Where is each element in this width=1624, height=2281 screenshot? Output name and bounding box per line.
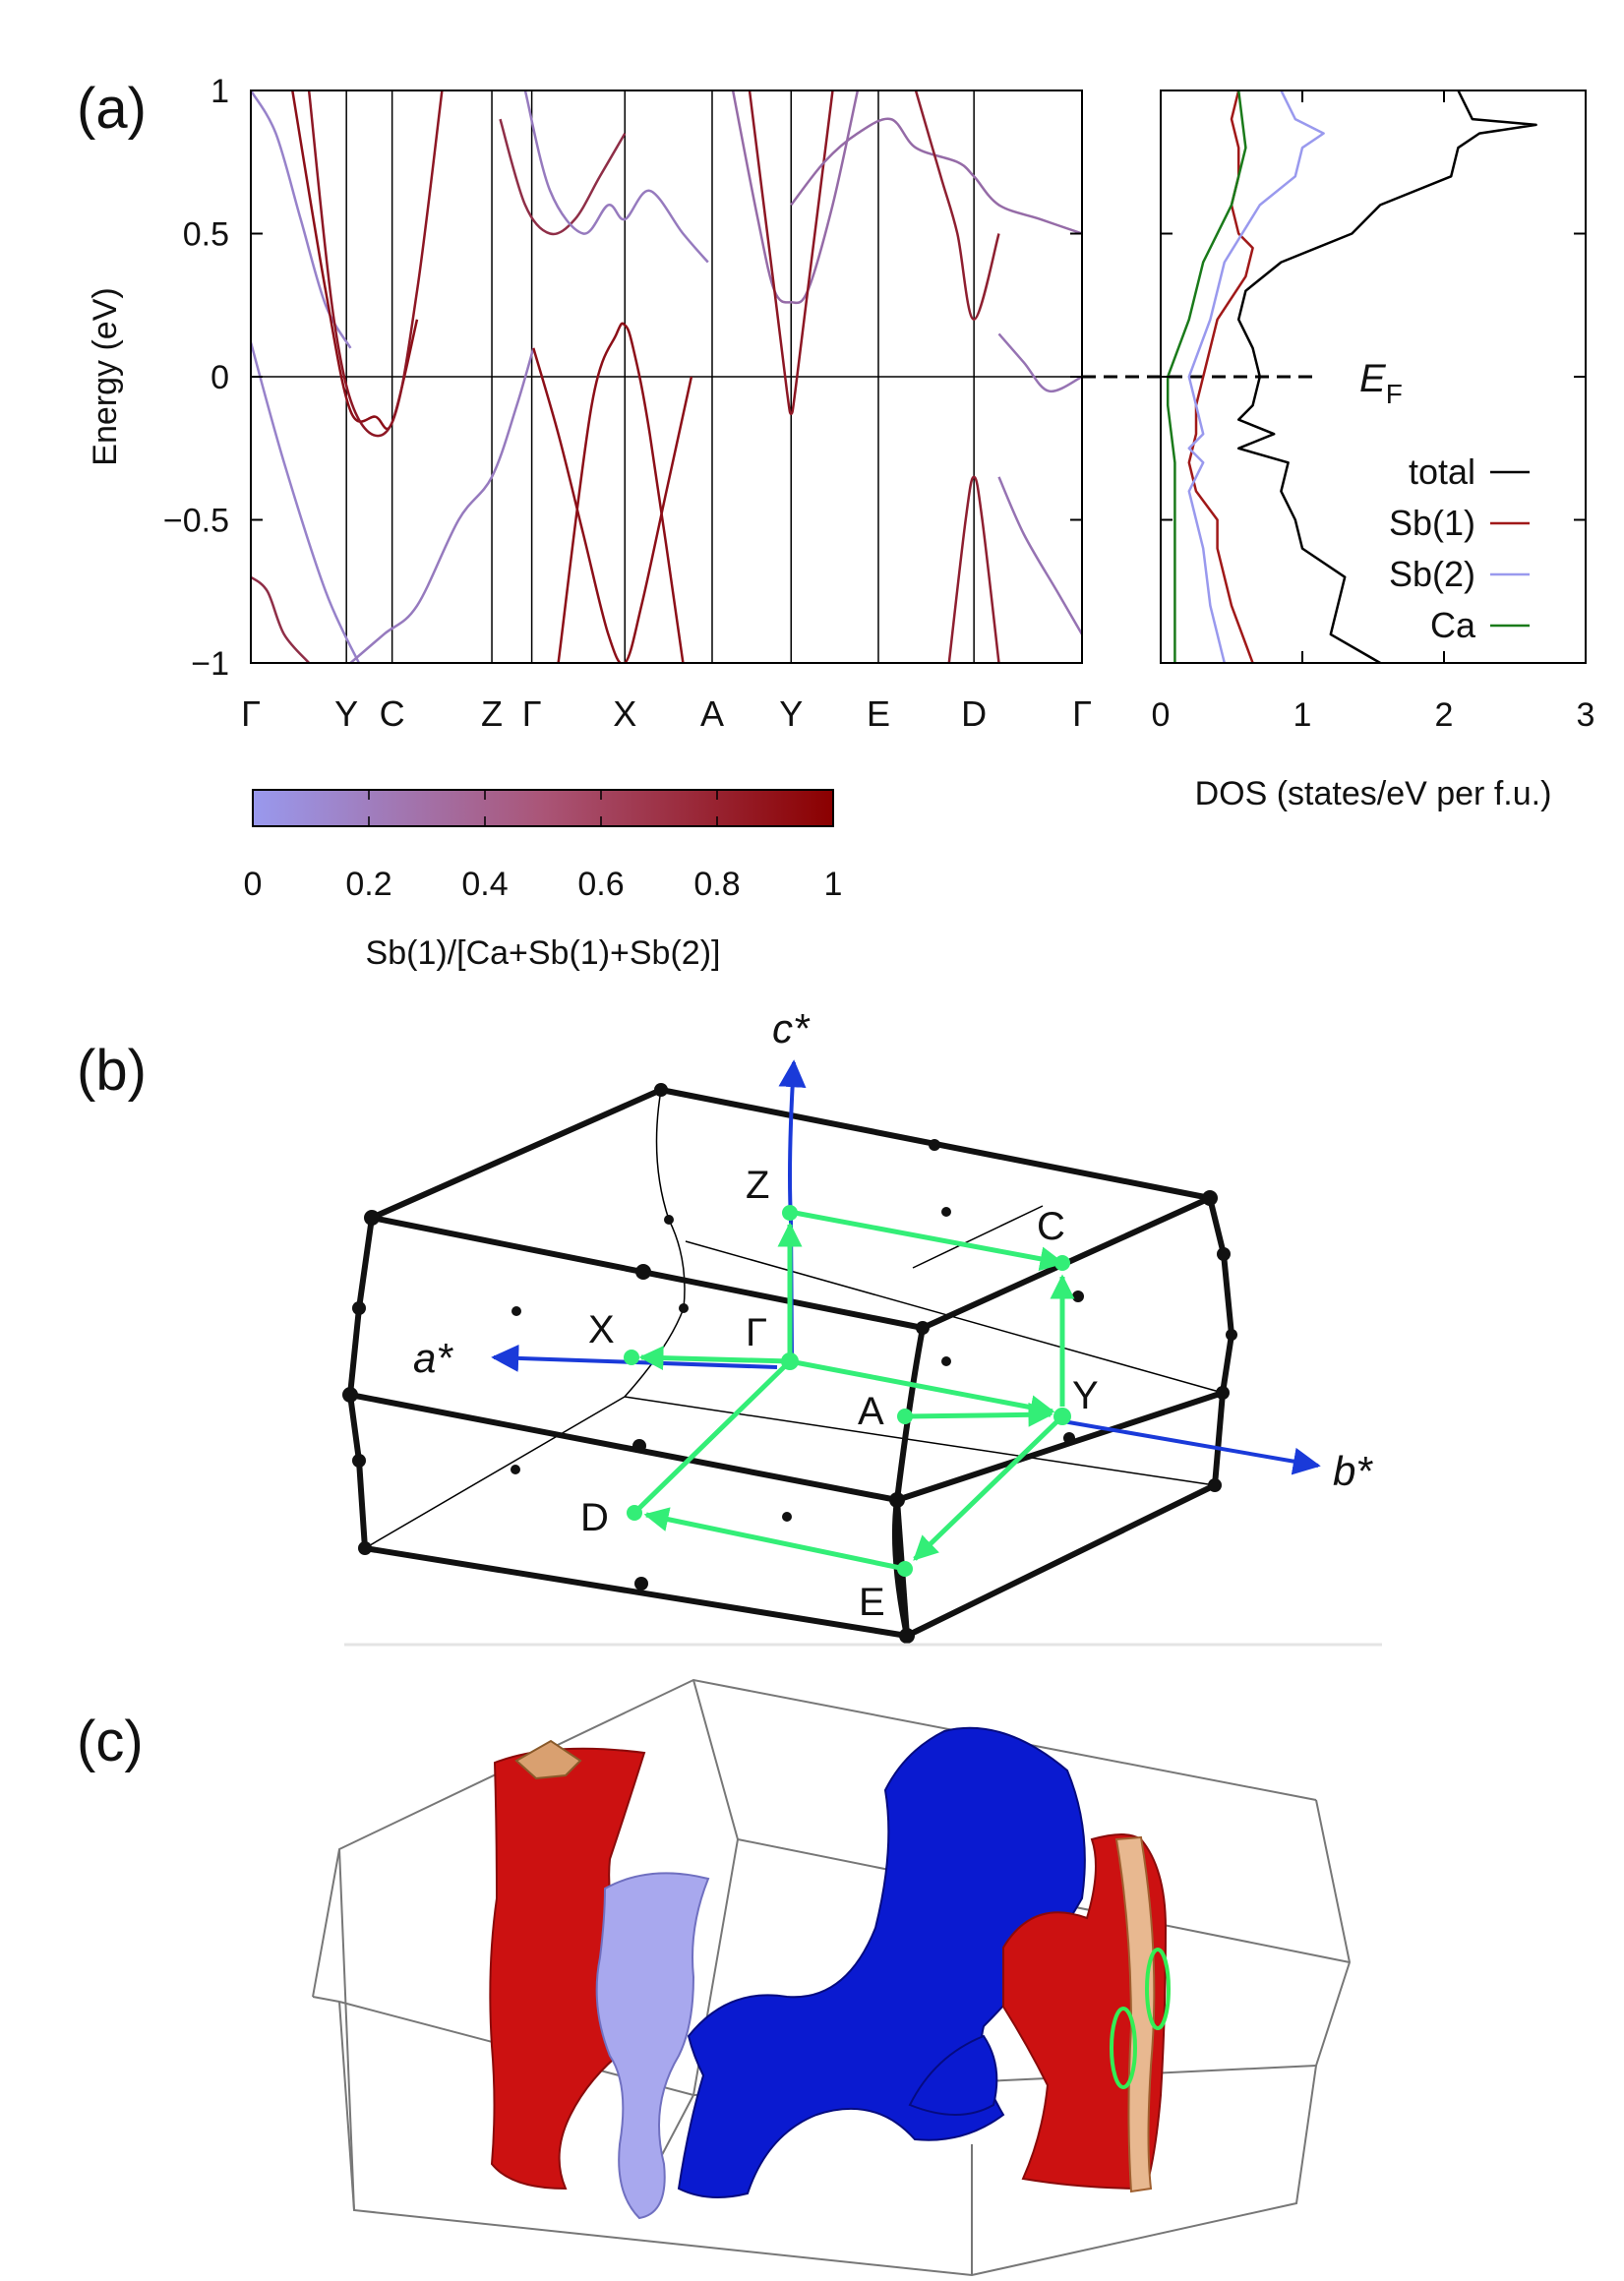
band-line	[997, 476, 1082, 635]
b-star-axis	[1056, 1418, 1321, 1475]
band-curves	[251, 90, 1082, 663]
k-point-label: Y	[334, 693, 358, 734]
axis-label-c-star: c*	[772, 1005, 811, 1051]
kpoint-label-x: X	[588, 1308, 615, 1351]
dos-series-line	[1187, 90, 1325, 663]
k-point-label: A	[700, 693, 724, 734]
kpoint-label-c: C	[1037, 1205, 1065, 1248]
colorbar: 0 0.2 0.4 0.6 0.8 1 Sb(1)/[Ca+Sb(1)+Sb(2)]	[244, 789, 843, 972]
bz-kpoints	[624, 1205, 1071, 1577]
fs-orange-band-right	[1114, 1835, 1156, 2193]
legend-label: Sb(1)	[1389, 503, 1475, 543]
colorbar-tick-label: 0.6	[577, 866, 624, 903]
fs-blue-sheet-lobe	[908, 2034, 998, 2116]
band-line	[731, 90, 860, 305]
band-line	[914, 90, 1000, 322]
fermi-surface	[312, 1678, 1352, 2277]
kpoint-label-gamma: Γ	[746, 1311, 767, 1354]
panel-label-b: (b)	[77, 1039, 147, 1103]
kpoint-label-e: E	[859, 1581, 885, 1624]
band-line	[251, 341, 361, 663]
legend-label: Ca	[1430, 605, 1476, 645]
dos-series-line	[1236, 90, 1537, 663]
y-tick-label: 0	[211, 359, 229, 396]
band-line	[251, 575, 311, 663]
x-tick-label: 3	[1577, 696, 1595, 734]
band-line	[251, 90, 352, 349]
colorbar-tick-label: 0	[244, 866, 263, 903]
fermi-energy-label: EF	[1359, 357, 1403, 409]
band-y-axis-label: Energy (eV)	[87, 287, 124, 465]
x-tick-label: 0	[1152, 696, 1171, 734]
y-tick-label: −0.5	[163, 503, 229, 540]
band-line	[947, 475, 1000, 663]
legend-label: Sb(2)	[1389, 554, 1475, 594]
k-point-label: X	[613, 693, 636, 734]
k-point-label: Γ	[522, 693, 542, 734]
band-line	[748, 90, 834, 416]
dos-plot: 0 1 2 3 DOS (states/eV per f.u.) totalSb(1)…	[1152, 90, 1595, 812]
band-line	[523, 90, 709, 264]
kpoint-label-a: A	[858, 1390, 884, 1433]
colorbar-tick-label: 0.2	[345, 866, 391, 903]
k-point-label: Γ	[241, 693, 261, 734]
band-line	[790, 117, 1082, 235]
fs-box-edges	[312, 1678, 1352, 2277]
x-tick-label: 1	[1293, 696, 1312, 734]
axis-label-b-star: b*	[1333, 1448, 1373, 1494]
fs-red-sheet-left-top	[514, 1739, 582, 1780]
k-point-label: C	[380, 693, 405, 734]
band-y-ticks: −1 −0.5 0 0.5 1	[163, 73, 1082, 683]
dos-series-line	[1166, 90, 1247, 663]
bz-kpath	[632, 1210, 1075, 1572]
dos-ticks: 0 1 2 3	[1152, 90, 1595, 734]
dos-x-axis-label: DOS (states/eV per f.u.)	[1195, 775, 1552, 812]
band-line	[307, 90, 444, 438]
axis-label-a-star: a*	[413, 1335, 453, 1381]
colorbar-label: Sb(1)/[Ca+Sb(1)+Sb(2)]	[366, 934, 721, 972]
k-point-label: E	[867, 693, 890, 734]
k-point-label: Z	[481, 693, 503, 734]
colorbar-ticks: 0 0.2 0.4 0.6 0.8 1	[244, 790, 843, 903]
y-tick-label: 1	[211, 73, 229, 110]
fs-green-loop-2	[1145, 1948, 1171, 2030]
band-line	[557, 322, 685, 663]
fs-lightblue-sheet	[595, 1872, 710, 2220]
kpoint-label-d: D	[580, 1496, 609, 1539]
band-line	[532, 347, 693, 663]
band-line	[499, 118, 627, 236]
band-line	[997, 332, 1082, 393]
brillouin-zone: c* a* b* Z C X Γ A Y D E	[342, 1005, 1373, 1644]
band-line	[349, 347, 535, 663]
colorbar-tick-label: 1	[824, 866, 843, 903]
dos-curves	[1166, 90, 1537, 663]
panel-label-a: (a)	[77, 77, 147, 141]
panel-label-c: (c)	[77, 1710, 144, 1773]
colorbar-tick-label: 0.8	[693, 866, 740, 903]
k-point-label: Γ	[1072, 693, 1092, 734]
y-tick-label: −1	[191, 645, 229, 683]
x-tick-label: 2	[1435, 696, 1454, 734]
colorbar-gradient	[252, 789, 834, 827]
bz-vertices	[342, 1083, 1237, 1644]
y-tick-label: 0.5	[183, 216, 229, 254]
kpoint-label-y: Y	[1072, 1374, 1099, 1417]
colorbar-tick-label: 0.4	[461, 866, 508, 903]
fs-red-sheet-right	[1002, 1833, 1168, 2191]
fs-green-loop-1	[1110, 2007, 1137, 2089]
k-point-label: D	[961, 693, 987, 734]
fs-red-sheet-left	[489, 1747, 646, 2191]
legend-label: total	[1409, 451, 1475, 492]
k-point-label: Y	[779, 693, 803, 734]
kpoint-label-z: Z	[746, 1164, 769, 1207]
